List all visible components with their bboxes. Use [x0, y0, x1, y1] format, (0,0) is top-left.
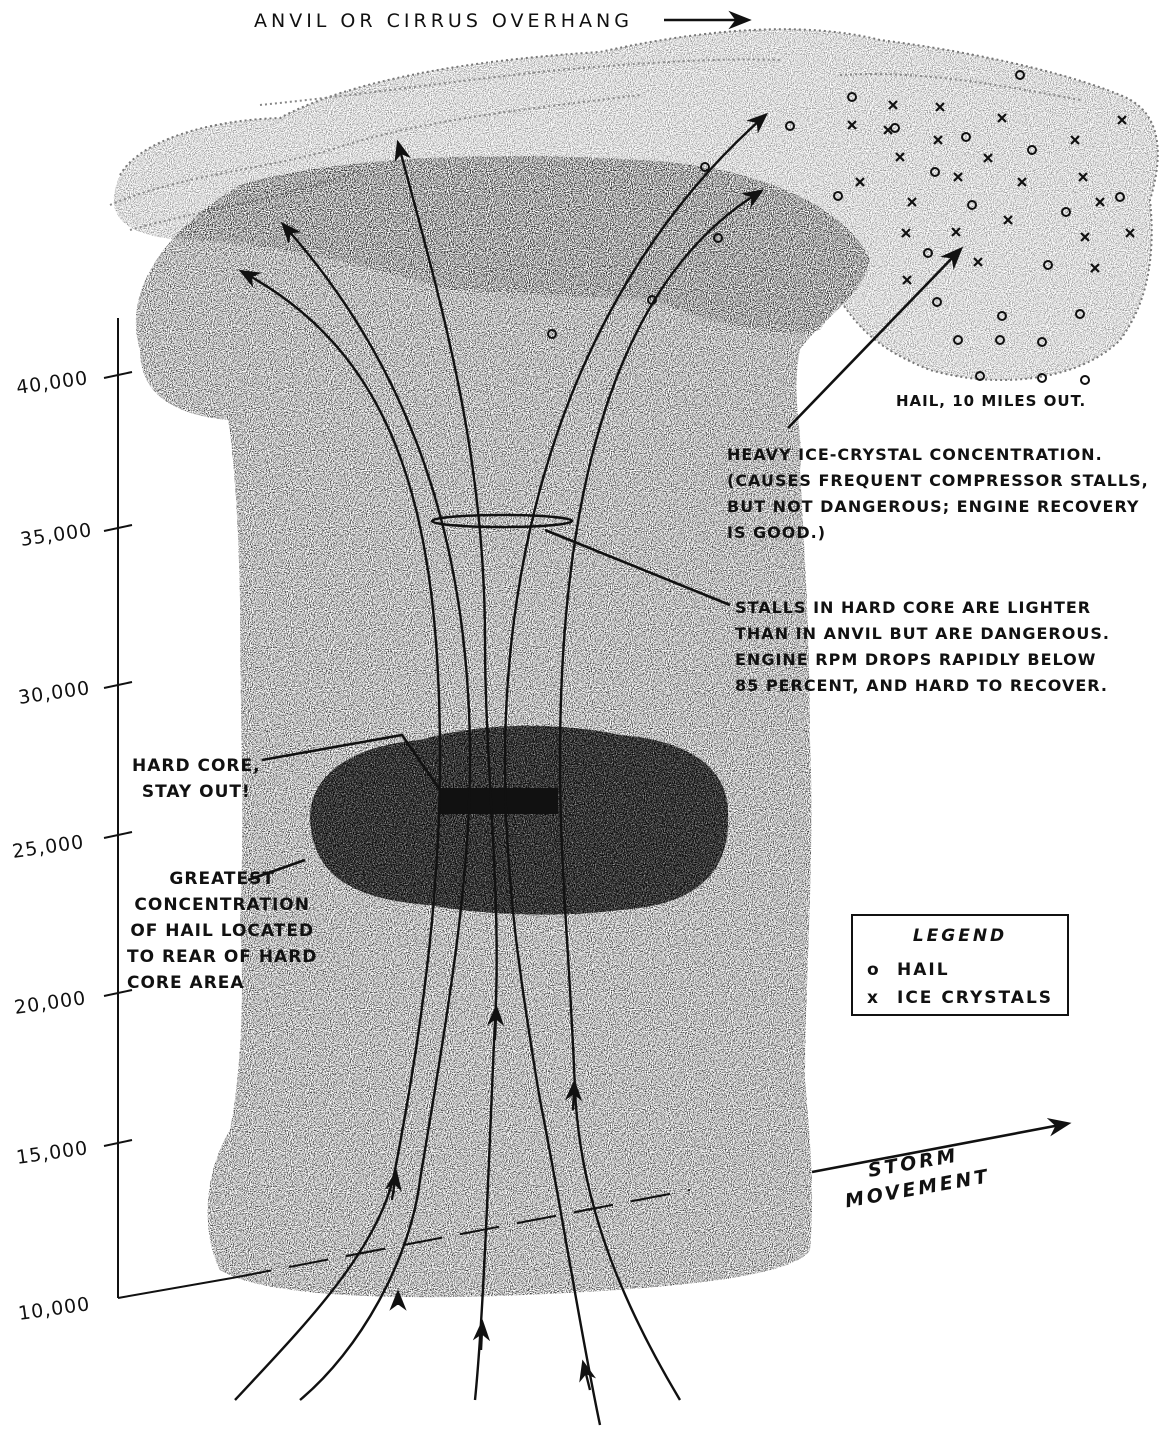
legend-item-hail: oHAIL — [867, 960, 950, 980]
stalls-line-4: 85 PERCENT, AND HARD TO RECOVER. — [735, 673, 1110, 699]
anvil-label: ANVIL OR CIRRUS OVERHANG — [254, 8, 633, 34]
altitude-axis — [104, 318, 232, 1298]
hard-core-label: HARD CORE, STAY OUT! — [132, 753, 261, 805]
greatest-hail-line-1: GREATEST — [127, 866, 317, 892]
greatest-hail-line-4: TO REAR OF HARD — [127, 944, 317, 970]
legend-item-ice: xICE CRYSTALS — [867, 988, 1053, 1008]
greatest-hail-line-3: OF HAIL LOCATED — [127, 918, 317, 944]
greatest-hail-line-2: CONCENTRATION — [127, 892, 317, 918]
ice-crystal-line-2: (CAUSES FREQUENT COMPRESSOR STALLS, — [727, 468, 1149, 494]
ice-crystal-label: HEAVY ICE-CRYSTAL CONCENTRATION. (CAUSES… — [727, 442, 1149, 546]
hard-core-region — [310, 726, 728, 915]
hard-core-line-1: HARD CORE, — [132, 753, 261, 779]
stalls-line-1: STALLS IN HARD CORE ARE LIGHTER — [735, 595, 1110, 621]
hail-10-miles-label: HAIL, 10 MILES OUT. — [896, 388, 1086, 414]
greatest-hail-line-5: CORE AREA — [127, 970, 317, 996]
stalls-line-2: THAN IN ANVIL BUT ARE DANGEROUS. — [735, 621, 1110, 647]
hard-core-line-2: STAY OUT! — [132, 779, 261, 805]
greatest-hail-label: GREATEST CONCENTRATION OF HAIL LOCATED T… — [127, 866, 317, 996]
ice-crystal-line-4: IS GOOD.) — [727, 520, 1149, 546]
hail-circle-icon: o — [867, 960, 897, 980]
legend: LEGEND oHAIL xICE CRYSTALS — [851, 914, 1069, 1016]
legend-title: LEGEND — [853, 926, 1067, 946]
hard-core-stalls-label: STALLS IN HARD CORE ARE LIGHTER THAN IN … — [735, 595, 1110, 699]
hail-symbol — [1081, 376, 1089, 384]
stalls-line-3: ENGINE RPM DROPS RAPIDLY BELOW — [735, 647, 1110, 673]
legend-hail-label: HAIL — [897, 960, 950, 980]
ice-crystal-line-3: BUT NOT DANGEROUS; ENGINE RECOVERY — [727, 494, 1149, 520]
legend-ice-label: ICE CRYSTALS — [897, 988, 1053, 1008]
ice-crystal-line-1: HEAVY ICE-CRYSTAL CONCENTRATION. — [727, 442, 1149, 468]
ice-crystal-x-icon: x — [867, 988, 897, 1008]
